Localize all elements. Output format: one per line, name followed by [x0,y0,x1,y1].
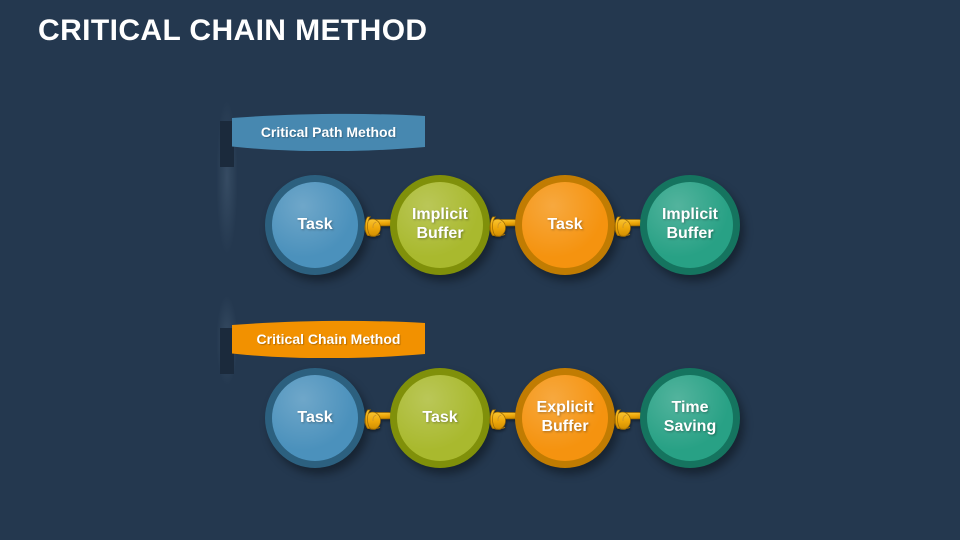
banner-label: Critical Path Method [260,124,397,140]
node-label: Explicit Buffer [536,399,594,435]
node-face: Explicit Buffer [522,375,608,461]
node-face: Implicit Buffer [647,182,733,268]
slide-title: CRITICAL CHAIN METHOD [38,14,428,47]
node-label: Time Saving [663,399,717,435]
node-label: Task [422,408,458,426]
task-node: Task [265,175,365,275]
node-face: Implicit Buffer [397,182,483,268]
task-node: Task [265,368,365,468]
node-face: Task [522,182,608,268]
explicit-buffer-node: Explicit Buffer [515,368,615,468]
node-face: Task [397,375,483,461]
node-label: Task [297,215,333,233]
node-label: Implicit Buffer [661,206,718,242]
node-label: Task [547,215,583,233]
banner-label: Critical Chain Method [256,331,401,347]
task-node: Task [390,368,490,468]
node-face: Task [272,375,358,461]
time-saving-node: Time Saving [640,368,740,468]
critical-path-method-banner: Critical Path Method [232,113,425,151]
decor-streak [212,70,242,285]
task-node: Task [515,175,615,275]
node-face: Task [272,182,358,268]
node-label: Task [297,408,333,426]
implicit-buffer-node: Implicit Buffer [640,175,740,275]
implicit-buffer-node: Implicit Buffer [390,175,490,275]
critical-chain-method-banner: Critical Chain Method [232,320,425,358]
node-face: Time Saving [647,375,733,461]
banner-fold [220,121,234,167]
banner-fold [220,328,234,374]
node-label: Implicit Buffer [411,206,468,242]
